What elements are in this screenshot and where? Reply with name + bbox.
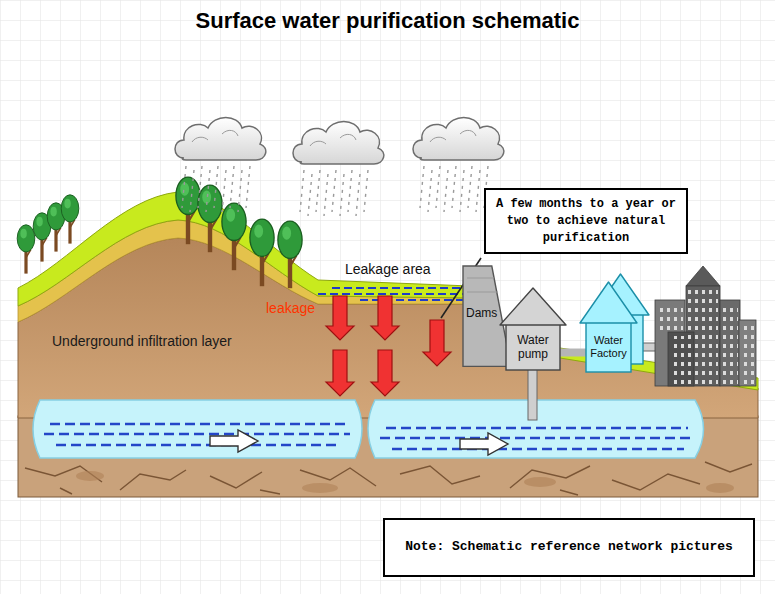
pipe-connector (560, 349, 586, 357)
water-factory: Water Factory (586, 322, 631, 372)
front-house-roof (500, 288, 566, 325)
front-house-roof (580, 282, 637, 323)
node-text: Water Factory (589, 334, 628, 360)
front-house-body (586, 322, 631, 372)
node-text: Note: Schematic reference network pictur… (395, 539, 743, 556)
text-wrap: A few months to a year or two to achieve… (495, 196, 677, 246)
area-label: Underground infiltration layer (52, 333, 232, 350)
title-block: Surface water purification schematic (0, 8, 775, 34)
dam-lines (467, 278, 498, 292)
text-wrap: Water Factory (586, 334, 631, 360)
node-text: Dams (466, 306, 511, 320)
dam-body (463, 266, 511, 366)
callout-box: A few months to a year or two to achieve… (484, 188, 688, 254)
area-label: Leakage area (345, 261, 431, 278)
text-wrap: Note: Schematic reference network pictur… (395, 539, 743, 556)
diagram-title: Surface water purification schematic (196, 8, 580, 33)
pump-house: Water pump (506, 324, 560, 370)
node-text: A few months to a year or two to achieve… (495, 196, 677, 246)
note-box: Note: Schematic reference network pictur… (383, 518, 755, 577)
dam-structure: Dams (463, 266, 511, 366)
node-text: Water pump (509, 333, 557, 362)
text-wrap: Water pump (506, 333, 560, 362)
front-house-body (506, 324, 560, 370)
text-wrap: Dams (463, 266, 511, 320)
area-label: leakage (266, 300, 315, 317)
